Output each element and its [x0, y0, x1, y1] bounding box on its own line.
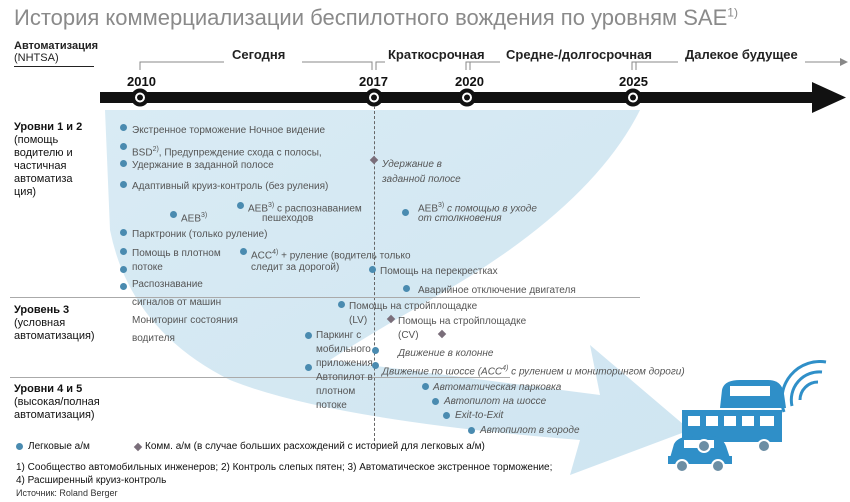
era-today: Сегодня [232, 47, 286, 62]
item-intersection-assist: Помощь на перекрестках [380, 266, 498, 277]
footnote-line-1: 1) Сообщество автомобильных инженеров; 2… [16, 462, 553, 473]
row-label-level-1-2: Уровни 1 и 2 (помощь водителю и частична… [14, 121, 83, 198]
row-separator [10, 377, 510, 378]
item-emergency-engine-stop: Аварийное отключение двигателя [418, 285, 576, 296]
era-far-future: Далекое будущее [685, 47, 798, 62]
era-mid-long-term: Средне-/долгосрочная [506, 47, 652, 62]
year-2025: 2025 [619, 74, 648, 89]
era-short-term: Краткосрочная [388, 47, 485, 62]
item-lane-keeping-truck-line2: заданной полосе [382, 174, 461, 185]
car-dot [120, 266, 127, 273]
year-2017-divider [374, 106, 375, 446]
row-separator [10, 297, 640, 298]
autonomous-vehicles-icon [668, 360, 827, 473]
automation-subheader: (NHTSA) [14, 52, 59, 64]
car-dot [240, 248, 247, 255]
row-label-level-4-5: Уровни 4 и 5(высокая/полная автоматизаци… [14, 383, 100, 421]
item-aeb-evasive: AEB3) с помощью в уходе [418, 202, 537, 215]
era-brackets [139, 58, 848, 70]
car-dot [120, 143, 127, 150]
item-aeb: AEB3) [181, 212, 208, 225]
row-label-level-3: Уровень 3(условная автоматизация) [14, 304, 95, 342]
car-dot [402, 209, 409, 216]
item-lane-keeping: Удержание в заданной полосе [132, 160, 274, 171]
item-construction-lv: Помощь на стройплощадке [349, 301, 478, 312]
item-acc-steering: ACC4) + руление (водитель только [251, 249, 411, 262]
car-dot [468, 427, 475, 434]
item-aeb-pedestrian: AEB3) с распознаванием [248, 202, 362, 215]
car-dot [170, 211, 177, 218]
item-vehicle-signals: Распознавание [132, 279, 203, 290]
car-dot [432, 398, 439, 405]
car-dot [237, 202, 244, 209]
item-city-pilot: Автопилот в городе [480, 425, 580, 436]
item-construction-cv: Помощь на стройплощадке [398, 316, 527, 327]
timeline-arrow [100, 82, 846, 113]
item-parktronic: Парктроник (только руление) [132, 229, 268, 240]
legend-cars: Легковые а/м [28, 441, 90, 452]
year-2010: 2010 [127, 74, 156, 89]
item-driver-monitoring-line2: водителя [132, 333, 175, 344]
item-acc-steering-line2: следит за дорогой) [251, 262, 340, 273]
page-title: История коммерциализации беспилотного во… [14, 5, 738, 30]
item-platooning: Движение в колонне [398, 348, 494, 359]
item-traffic-jam-pilot: Автопилот в [316, 372, 373, 383]
item-exit-to-exit: Exit-to-Exit [455, 410, 504, 421]
automation-header: Автоматизация [14, 40, 99, 52]
legend-trucks: Комм. а/м (в случае больших расхождений … [145, 441, 485, 452]
item-app-parking: Паркинг с [316, 330, 362, 341]
header-underline [14, 66, 94, 67]
item-auto-parking: Автоматическая парковка [433, 382, 562, 393]
item-emergency-braking: Экстренное торможение Ночное видение [132, 125, 326, 136]
item-traffic-jam-pilot-line2: плотном [316, 386, 356, 397]
car-dot [120, 160, 127, 167]
item-aeb-pedestrian-line2: пешеходов [262, 213, 314, 224]
item-aeb-evasive-line2: от столкновения [418, 213, 502, 224]
car-dot [305, 332, 312, 339]
car-dot [120, 124, 127, 131]
item-vehicle-signals-line2: сигналов от машин [132, 297, 222, 308]
car-dot [443, 412, 450, 419]
item-app-parking-line3: приложения [316, 358, 373, 369]
item-traffic-jam-pilot-line3: потоке [316, 400, 347, 411]
item-app-parking-line2: мобильного [316, 344, 371, 355]
item-driver-monitoring: Мониторинг состояния [132, 315, 238, 326]
car-dot [338, 301, 345, 308]
item-highway-driving: Движение по шоссе (ACC4) с рулением и мо… [382, 365, 685, 378]
item-lane-keeping-truck: Удержание в [382, 159, 442, 170]
year-2020: 2020 [455, 74, 484, 89]
source: Источник: Roland Berger [16, 488, 118, 498]
car-dot [120, 229, 127, 236]
car-dot [120, 248, 127, 255]
item-traffic-jam-assist-line2: потоке [132, 262, 163, 273]
car-dot [403, 285, 410, 292]
car-dot [305, 364, 312, 371]
car-dot [120, 283, 127, 290]
car-dot [422, 383, 429, 390]
item-traffic-jam-assist: Помощь в плотном [132, 248, 221, 259]
year-2017: 2017 [359, 74, 388, 89]
legend-car-dot [16, 443, 23, 450]
item-adaptive-cruise: Адаптивный круиз-контроль (без руления) [132, 181, 329, 192]
car-dot [372, 347, 379, 354]
car-dot [369, 266, 376, 273]
item-bsd-lane-departure: BSD2), Предупреждение схода с полосы, [132, 146, 322, 159]
item-construction-lv-line2: (LV) [349, 315, 368, 326]
car-dot [120, 181, 127, 188]
car-dot [372, 362, 379, 369]
item-construction-cv-line2: (CV) [398, 330, 419, 341]
footnote-line-2: 4) Расширенный круиз-контроль [16, 475, 167, 486]
item-highway-pilot: Автопилот на шоссе [444, 396, 547, 407]
